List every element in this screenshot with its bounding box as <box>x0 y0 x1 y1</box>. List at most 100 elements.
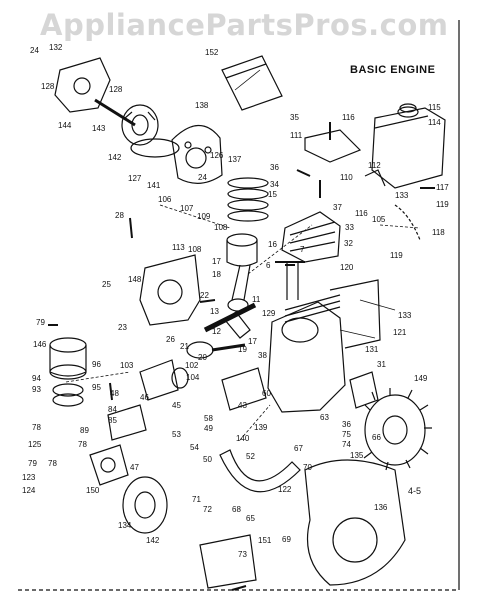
callout-label: 49 <box>204 424 213 433</box>
callout-label: 21 <box>180 342 189 351</box>
base-plate <box>199 534 257 589</box>
callout-label: 12 <box>212 327 221 336</box>
callout-label: 43 <box>238 401 247 410</box>
callout-label: 28 <box>115 211 124 220</box>
callout-label: 20 <box>198 353 207 362</box>
callout-label: 95 <box>92 383 101 392</box>
callout-label: 152 <box>205 48 219 57</box>
callout-label: 48 <box>110 389 119 398</box>
callout-label: 6 <box>266 261 271 270</box>
callout-label: 107 <box>180 204 194 213</box>
valve-springs <box>275 261 305 300</box>
callout-label: 149 <box>414 374 428 383</box>
engine-block <box>267 294 346 413</box>
callout-label: 17 <box>212 257 221 266</box>
callout-label: 109 <box>197 212 211 221</box>
callout-label: 18 <box>212 270 221 279</box>
callout-label: 137 <box>228 155 242 164</box>
callout-label: 84 <box>108 405 117 414</box>
callout-label: 125 <box>28 440 42 449</box>
owners-manual <box>221 55 283 111</box>
callout-label: 118 <box>432 228 445 237</box>
callout-label: 126 <box>210 151 224 160</box>
callout-label: 7 <box>300 245 305 254</box>
callout-label: 71 <box>192 495 201 504</box>
callout-label: 112 <box>368 161 381 170</box>
blower-housing <box>304 459 406 586</box>
callout-label: 78 <box>48 459 57 468</box>
callout-label: 131 <box>365 345 379 354</box>
air-filter <box>49 337 87 380</box>
callout-label: 25 <box>102 280 111 289</box>
callout-label: 142 <box>108 153 122 162</box>
callout-label: 66 <box>372 433 381 442</box>
callout-label: 114 <box>428 118 441 127</box>
ignition-coil <box>349 371 379 409</box>
callout-label: 105 <box>372 215 386 224</box>
leader-lines <box>65 69 421 441</box>
crankshaft <box>203 302 257 339</box>
piston-rings <box>227 177 269 222</box>
callout-label: 128 <box>109 85 123 94</box>
callout-label: 108 <box>214 223 228 232</box>
callout-label: 46 <box>140 393 149 402</box>
callout-label: 24 <box>30 46 39 55</box>
tank-mount <box>364 169 386 187</box>
callout-label: 121 <box>393 328 407 337</box>
callout-label: 108 <box>188 245 202 254</box>
connecting-rod <box>227 264 251 312</box>
callout-label: 69 <box>282 535 291 544</box>
callout-label: 74 <box>342 440 351 449</box>
callout-label: 17 <box>248 337 257 346</box>
callout-label: 120 <box>340 263 354 272</box>
watermark: AppliancePartsPros.com <box>40 8 449 42</box>
callout-label: 142 <box>146 536 160 545</box>
fuel-line <box>394 204 421 241</box>
callout-label: 116 <box>355 209 368 218</box>
callout-label: 122 <box>278 485 292 494</box>
callout-label: 139 <box>254 423 268 432</box>
callout-label: 68 <box>232 505 241 514</box>
callout-label: 45 <box>172 401 181 410</box>
callout-label: 85 <box>108 416 117 425</box>
callout-label: 111 <box>290 131 303 140</box>
callout-label: 141 <box>147 181 161 190</box>
page-number: 4-5 <box>408 486 422 496</box>
carburetor <box>139 359 189 401</box>
callout-label: 73 <box>238 550 247 559</box>
gasket <box>130 138 180 158</box>
callout-label: 23 <box>118 323 127 332</box>
callout-label: 36 <box>342 420 351 429</box>
callout-label: 58 <box>204 414 213 423</box>
callout-label: 135 <box>350 451 364 460</box>
fuel-tank <box>371 106 446 189</box>
callout-label: 133 <box>395 191 409 200</box>
deflector-shroud <box>219 449 301 493</box>
callout-label: 151 <box>258 536 272 545</box>
callout-label: 132 <box>49 43 63 52</box>
flywheel-gear <box>121 104 159 146</box>
callout-label: 60 <box>262 389 271 398</box>
callout-label: 136 <box>374 503 388 512</box>
callout-label: 24 <box>198 173 207 182</box>
callout-label: 37 <box>333 203 342 212</box>
callout-label: 143 <box>92 124 106 133</box>
filter-base <box>52 383 84 407</box>
callout-label: 150 <box>86 486 100 495</box>
callout-label: 78 <box>32 423 41 432</box>
callout-label: 26 <box>166 335 175 344</box>
piston <box>226 233 258 267</box>
callout-label: 34 <box>270 180 279 189</box>
callout-label: 32 <box>344 239 353 248</box>
callout-label: 31 <box>377 360 386 369</box>
throttle-bracket <box>107 404 147 441</box>
bolts <box>48 122 435 591</box>
crankcase-half <box>139 254 201 326</box>
callout-label: 11 <box>252 295 261 304</box>
callout-label: 96 <box>92 360 101 369</box>
callout-label: 72 <box>203 505 212 514</box>
cylinder-head <box>281 211 341 263</box>
callout-label: 38 <box>258 351 267 360</box>
